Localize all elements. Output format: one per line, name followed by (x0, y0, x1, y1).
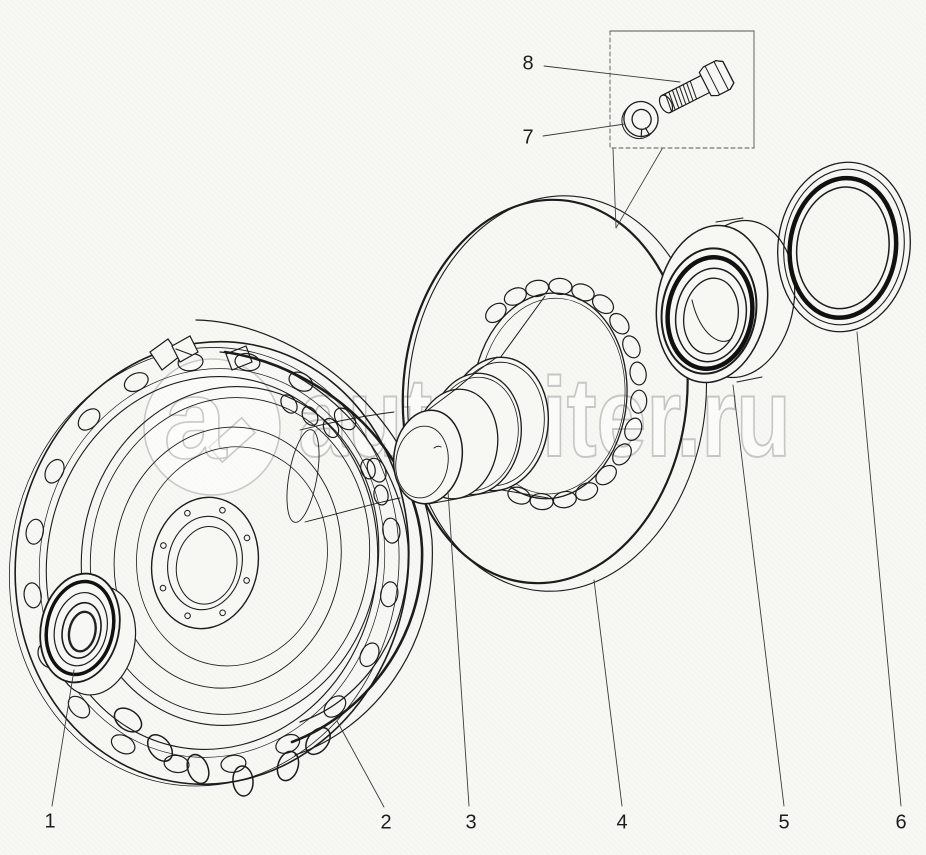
differential-case-assembly (9, 319, 433, 797)
detail-box-border-solid (609, 30, 755, 149)
part-callout-3: 3 (465, 811, 477, 834)
seal-ring-part6 (777, 161, 911, 333)
disc-part4 (401, 195, 708, 592)
leader-7 (542, 123, 626, 137)
leader-3 (447, 490, 470, 807)
part-callout-7: 7 (522, 126, 534, 149)
part-callout-2: 2 (380, 811, 392, 834)
leader-lines (51, 65, 902, 808)
watermark-logo-tag (207, 416, 257, 464)
detail-box (609, 30, 755, 229)
center-hub (150, 496, 260, 630)
gear-edge-arc (223, 350, 424, 744)
bolt-head-top (715, 60, 735, 90)
hub-bolt-holes (159, 506, 251, 620)
part-callout-8: 8 (522, 52, 534, 75)
disc-hole-ring (485, 277, 648, 511)
watermark-logo-circle (143, 358, 281, 496)
leader-8 (543, 65, 681, 83)
part-callout-4: 4 (616, 811, 628, 834)
washer-part7 (621, 100, 659, 140)
bolt-part8 (658, 60, 735, 114)
part-callout-5: 5 (778, 811, 790, 834)
watermark-logo-letter: a (164, 356, 228, 482)
part-callout-1: 1 (44, 810, 56, 833)
leader-6 (856, 331, 902, 807)
leader-1 (51, 669, 75, 807)
front-flange-ring (9, 340, 410, 787)
part-callout-6: 6 (895, 811, 907, 834)
shaft-keyway-mark (433, 445, 442, 449)
leader-2 (336, 720, 385, 808)
ring-split-tab (149, 335, 199, 371)
leader-5 (732, 384, 785, 807)
bearing-rollers (113, 707, 331, 797)
bearing-part1 (39, 572, 137, 696)
bolt-threads (664, 80, 698, 113)
bolt-head (698, 60, 735, 97)
detail-box-border-dashed (609, 30, 755, 149)
case-neck (286, 411, 401, 523)
leader-4 (593, 579, 623, 807)
case-dome (80, 386, 380, 726)
bearing-part5 (655, 217, 796, 384)
shaft-part3 (392, 295, 550, 505)
detail-pointer-lines (612, 148, 663, 229)
